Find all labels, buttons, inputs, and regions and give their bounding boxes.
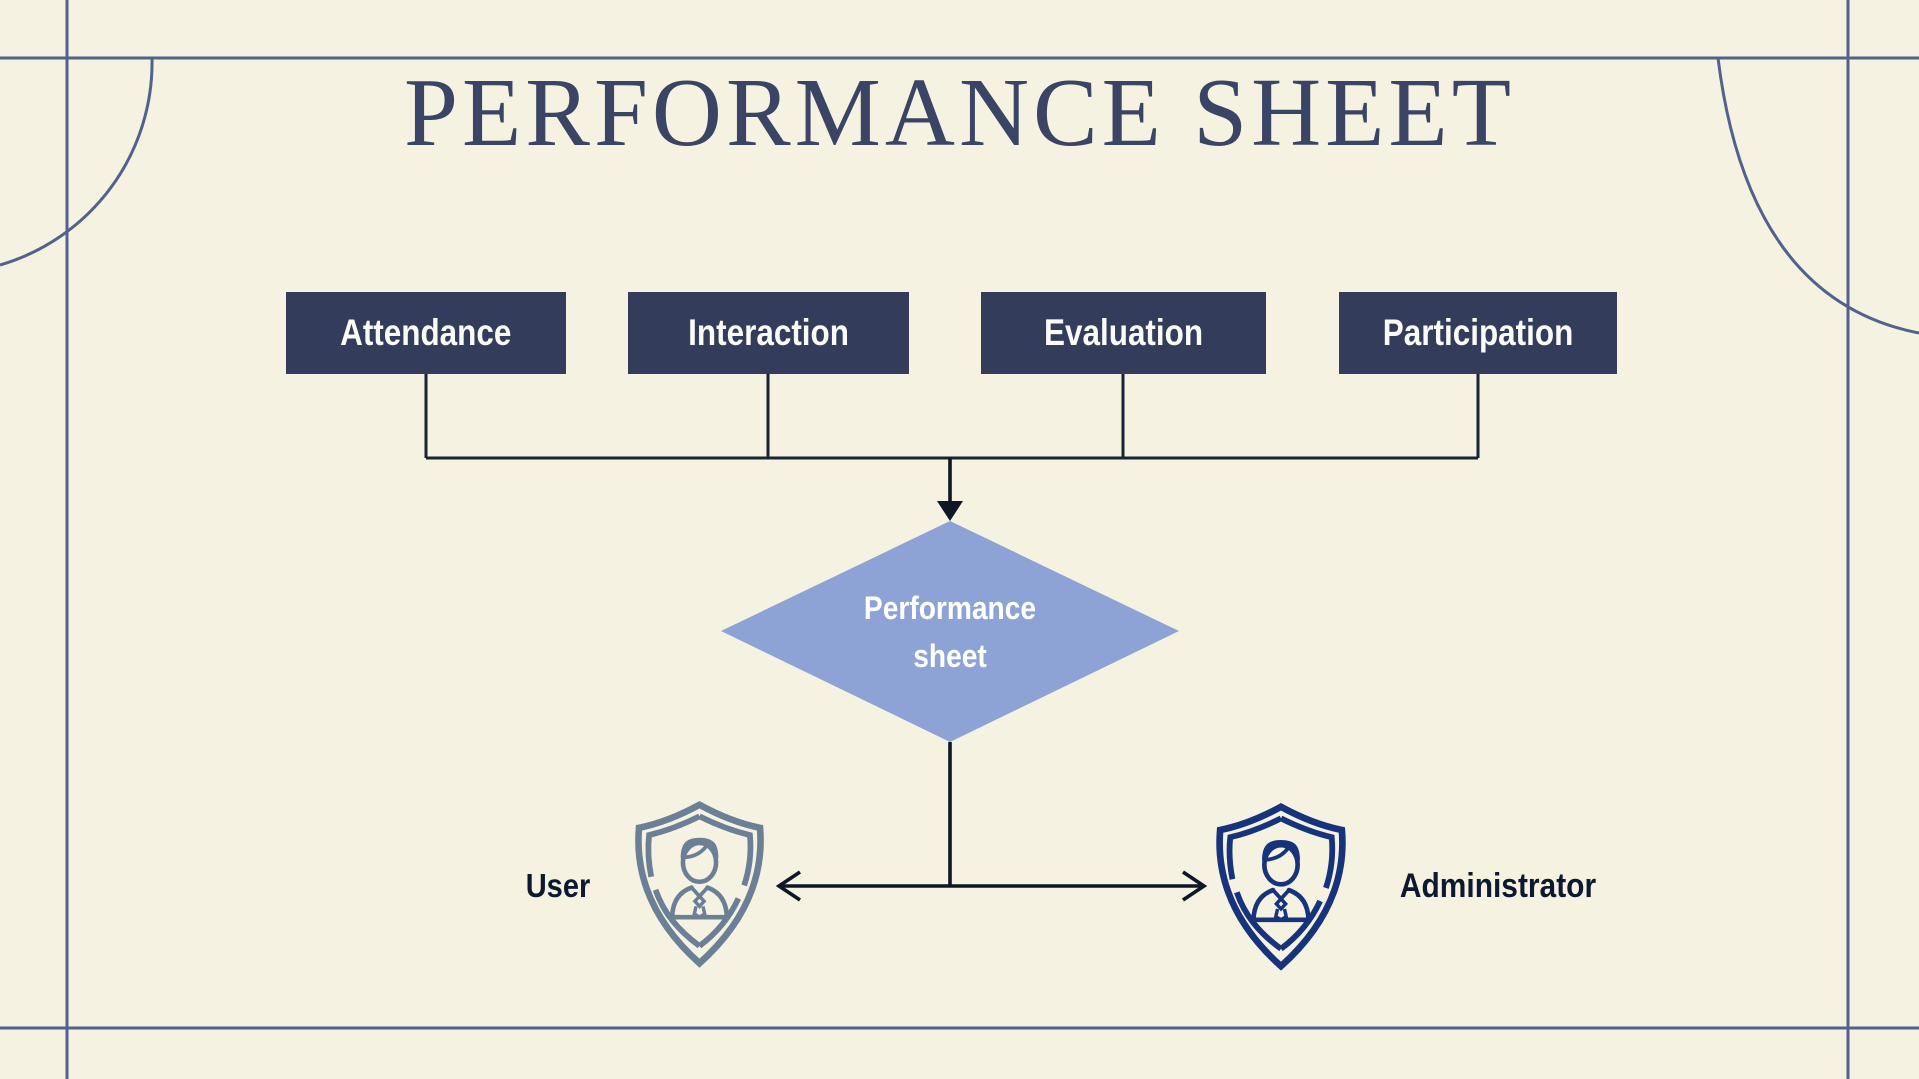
- arrow-to-diamond-head: [937, 501, 963, 521]
- user-shield-icon[interactable]: [627, 799, 772, 969]
- node-evaluation-label: Evaluation: [1043, 312, 1204, 353]
- administrator-shield-icon[interactable]: [1208, 801, 1354, 972]
- node-participation[interactable]: Participation: [1339, 292, 1617, 374]
- node-evaluation[interactable]: Evaluation: [981, 292, 1266, 374]
- node-attendance[interactable]: Attendance: [286, 292, 566, 374]
- node-interaction[interactable]: Interaction: [628, 292, 909, 374]
- node-interaction-label: Interaction: [688, 312, 849, 353]
- arrow-to-user-head: [775, 870, 801, 902]
- node-attendance-label: Attendance: [340, 312, 512, 353]
- arrow-to-admin-head: [1182, 870, 1208, 902]
- page-title: PERFORMANCE SHEET: [404, 59, 1515, 166]
- administrator-label: Administrator: [1399, 866, 1597, 905]
- diamond-performance-sheet[interactable]: [721, 521, 1179, 742]
- node-participation-label: Participation: [1382, 312, 1574, 353]
- user-label: User: [525, 867, 591, 904]
- frame-topright-arc: [1716, 57, 1919, 335]
- frame-topleft-arc: [0, 57, 154, 267]
